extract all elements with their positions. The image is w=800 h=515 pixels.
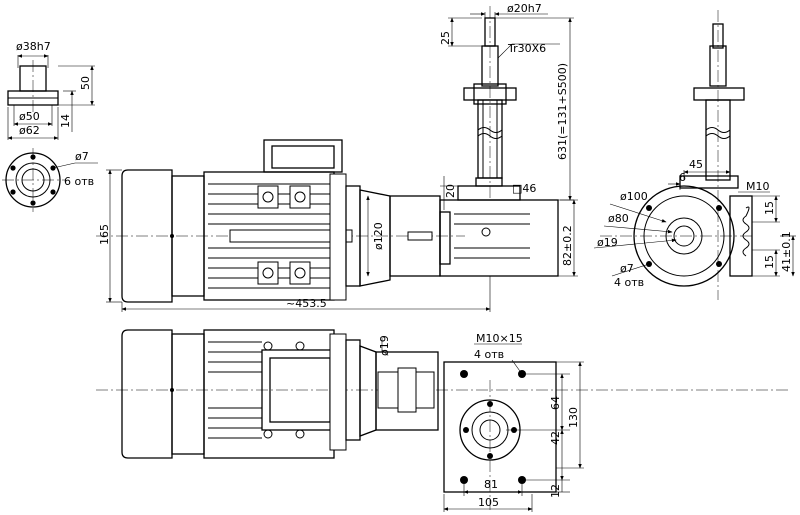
flange-height: 50 — [79, 76, 92, 90]
side-holes-dia: ø7 — [620, 262, 634, 275]
flange-shaft-dia: ø38h7 — [16, 40, 51, 53]
flange-thickness: 14 — [59, 114, 72, 128]
side-offset-45: 45 — [689, 158, 703, 171]
flange-detail: ø38h7 50 14 ø50 ø62 ø7 6 отв — [2, 40, 98, 212]
flange-dia-120: ø120 — [372, 222, 385, 250]
flange-holes-dia: ø7 — [75, 150, 89, 163]
motor-height: 165 — [98, 224, 111, 245]
side-dim-15a: 15 — [763, 201, 776, 215]
overall-length: ~453.5 — [286, 297, 327, 310]
jack-thread: Tr30X6 — [507, 42, 546, 55]
flange-inner-dia: ø50 — [19, 110, 40, 123]
flange-outer-dia: ø62 — [19, 124, 40, 137]
jack-housing-h: 82±0.2 — [561, 225, 574, 266]
top-bolt-spec: M10×15 — [476, 332, 523, 345]
jack-shaft-dia: ø20h7 — [507, 2, 542, 15]
side-holes-count: 4 отв — [614, 276, 644, 289]
side-dim-15b: 15 — [763, 255, 776, 269]
side-dia-100: ø100 — [620, 190, 648, 203]
top-dim-12: 12 — [549, 484, 562, 498]
top-dim-64: 64 — [549, 396, 562, 410]
front-view: ø20h7 25 Tr30X6 631(=131+S500) 20 □46 82… — [96, 2, 578, 312]
side-dia-19: ø19 — [597, 236, 618, 249]
top-dim-81: 81 — [484, 478, 498, 491]
jack-step: 20 — [444, 184, 457, 198]
jack-shaft-len: 25 — [439, 31, 452, 45]
top-bolt-count: 4 отв — [474, 348, 504, 361]
side-dim-41: 41±0.1 — [780, 231, 793, 272]
top-dim-105: 105 — [478, 496, 499, 509]
top-view: ø19 M10×15 4 отв 64 130 42 12 81 105 — [96, 329, 790, 512]
jack-stroke-len: 631(=131+S500) — [556, 63, 569, 160]
top-dim-130: 130 — [567, 407, 580, 428]
flange-holes-count: 6 отв — [64, 175, 94, 188]
side-view: 45 6 M10 15 15 41±0.1 ø100 ø80 ø19 ø7 4 … — [593, 10, 796, 300]
side-bolt-thread: M10 — [746, 180, 770, 193]
top-shaft-dia: ø19 — [378, 335, 391, 356]
top-dim-42: 42 — [549, 431, 562, 445]
side-offset-6: 6 — [679, 171, 686, 184]
side-dia-80: ø80 — [608, 212, 629, 225]
jack-square: □46 — [512, 182, 536, 195]
